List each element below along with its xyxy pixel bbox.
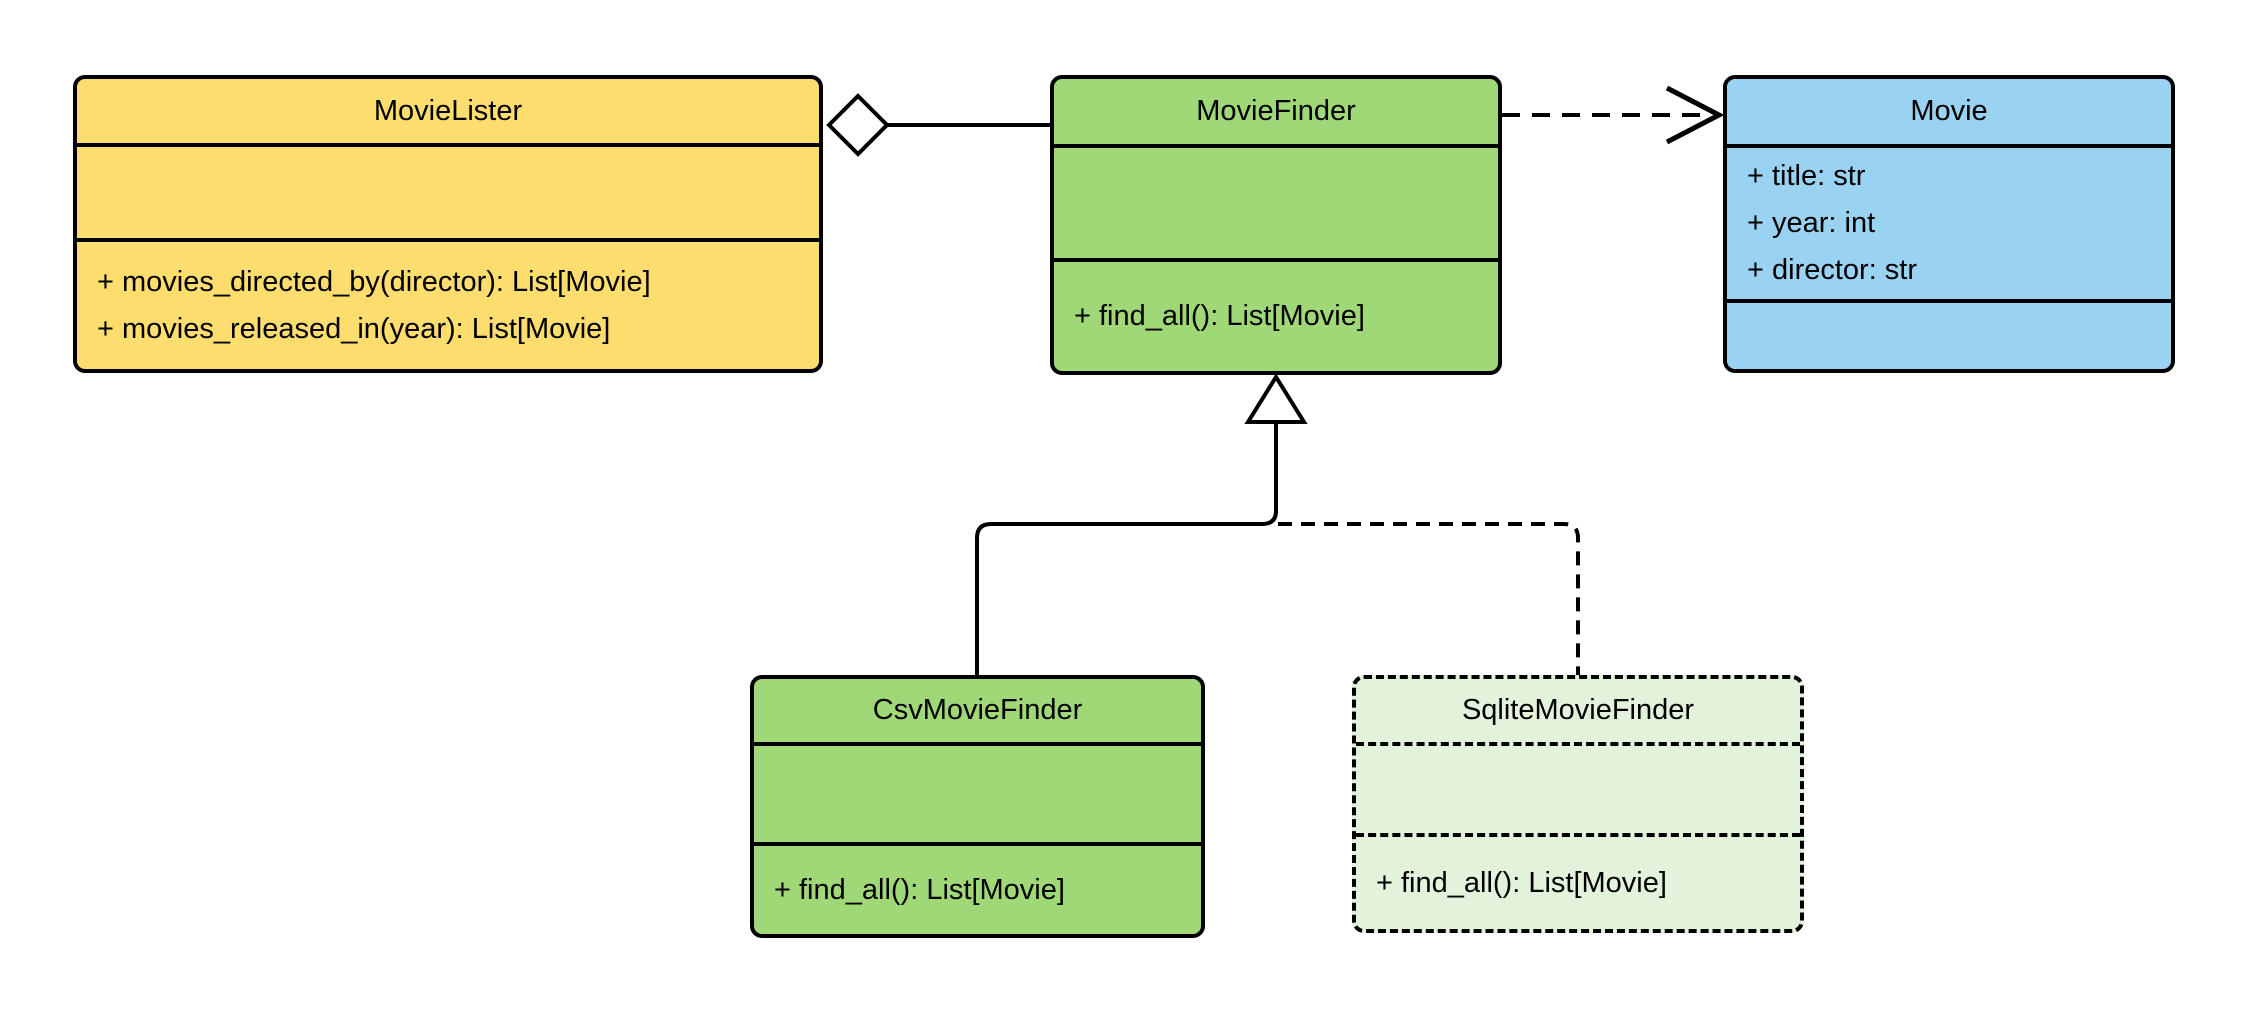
method-label: + find_all(): List[Movie] <box>774 873 1065 906</box>
generalization-edge-csvmoviefinder <box>975 422 1278 675</box>
class-box-sqlitemoviefinder[interactable]: SqliteMovieFinder + find_all(): List[Mov… <box>1352 675 1804 933</box>
generalization-edge-sqlitemoviefinder <box>1278 522 1580 675</box>
class-attributes-sqlitemoviefinder <box>1356 742 1800 833</box>
class-title-csvmoviefinder: CsvMovieFinder <box>872 694 1083 726</box>
class-attributes-moviefinder <box>1054 144 1498 258</box>
method-label: + movies_released_in(year): List[Movie] <box>97 312 611 345</box>
class-title-movielister: MovieLister <box>373 94 523 127</box>
attribute-label: + year: int <box>1747 207 1876 239</box>
class-methods-moviefinder: + find_all(): List[Movie] <box>1054 258 1498 371</box>
class-methods-csvmoviefinder: + find_all(): List[Movie] <box>754 842 1201 934</box>
class-box-movie[interactable]: Movie + title: str + year: int + directo… <box>1723 75 2175 373</box>
class-title-movie: Movie <box>1910 95 1988 127</box>
method-label: + find_all(): List[Movie] <box>1074 300 1365 332</box>
class-title-sqlitemoviefinder: SqliteMovieFinder <box>1461 694 1695 726</box>
attribute-label: + director: str <box>1747 254 1918 286</box>
aggregation-diamond-icon <box>826 93 890 157</box>
method-label: + movies_directed_by(director): List[Mov… <box>97 265 651 298</box>
class-box-csvmoviefinder[interactable]: CsvMovieFinder + find_all(): List[Movie] <box>750 675 1205 938</box>
class-title-moviefinder: MovieFinder <box>1196 95 1356 127</box>
class-attributes-movielister <box>77 143 819 238</box>
class-attributes-csvmoviefinder <box>754 742 1201 842</box>
class-box-movielister[interactable]: MovieLister + movies_directed_by(directo… <box>73 75 823 373</box>
class-methods-movie <box>1727 299 2171 369</box>
dependency-open-arrowhead-icon <box>1665 85 1725 145</box>
generalization-triangle-icon <box>1244 373 1308 424</box>
class-attributes-movie: + title: str + year: int + director: str <box>1727 144 2171 299</box>
class-methods-movielister: + movies_directed_by(director): List[Mov… <box>77 238 819 369</box>
class-methods-sqlitemoviefinder: + find_all(): List[Movie] <box>1356 833 1800 929</box>
attribute-label: + title: str <box>1747 160 1866 192</box>
method-label: + find_all(): List[Movie] <box>1376 866 1667 899</box>
class-box-moviefinder[interactable]: MovieFinder + find_all(): List[Movie] <box>1050 75 1502 375</box>
